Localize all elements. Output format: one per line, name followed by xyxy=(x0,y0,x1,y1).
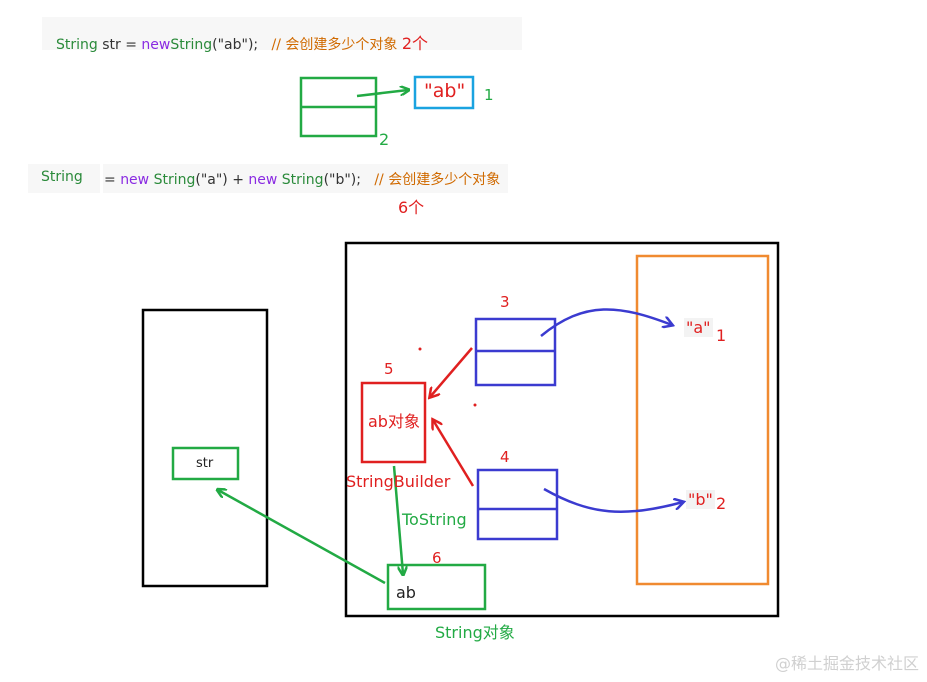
arrow-5-to-6 xyxy=(392,465,403,574)
red-dot-2 xyxy=(473,403,477,407)
to-string-label: ToString xyxy=(402,510,467,529)
code2-arg1: ("a") xyxy=(195,172,228,188)
top-object-count: 2 xyxy=(379,130,390,149)
arrow-4-to-5 xyxy=(433,420,475,487)
object-4-number: 4 xyxy=(500,448,510,466)
code2-ctor1: String xyxy=(153,172,196,188)
ab-object-label: ab对象 xyxy=(368,412,420,431)
code2-ctor2: String xyxy=(281,172,324,188)
red-dot-1 xyxy=(418,347,422,351)
code1-eq: = xyxy=(125,37,137,53)
code1-ctor: String xyxy=(170,37,213,53)
string-object-label: String对象 xyxy=(435,623,515,642)
code-line-2-type: String xyxy=(41,169,83,185)
watermark: @稀土掘金技术社区 xyxy=(774,654,919,673)
code-line-2: = new String("a") + new String("b"); // … xyxy=(104,169,500,189)
top-object-box xyxy=(299,76,378,138)
top-literal-count: 1 xyxy=(484,86,494,104)
code2-new1: new xyxy=(120,172,150,188)
code1-answer: 2个 xyxy=(401,34,429,53)
code1-var: str xyxy=(102,37,121,53)
literal-b-number: 2 xyxy=(716,494,727,513)
code2-plus: + xyxy=(232,172,244,188)
object-3-number: 3 xyxy=(500,293,510,311)
object-5-box xyxy=(360,381,427,464)
code-line-1: String str = newString("ab"); // 会创建多少个对… xyxy=(56,30,428,54)
arrow-4-to-b xyxy=(543,487,683,514)
code2-comment: // 会创建多少个对象 xyxy=(374,172,501,188)
top-literal-box xyxy=(413,75,475,110)
object-5-number: 5 xyxy=(384,360,394,378)
ab-value-label: ab xyxy=(396,583,416,602)
code1-new: new xyxy=(141,37,171,53)
code1-type: String xyxy=(56,37,98,53)
stack-var-label: str xyxy=(196,456,214,471)
code1-comment: // 会创建多少个对象 xyxy=(271,37,398,53)
top-arrow xyxy=(356,90,408,98)
arrow-6-to-str xyxy=(218,490,386,585)
code-line-1-background xyxy=(42,17,522,50)
object-6-number: 6 xyxy=(432,549,442,567)
string-builder-label: StringBuilder xyxy=(346,472,451,491)
stack-var-box xyxy=(171,446,240,481)
code-line-2-background-right xyxy=(103,164,508,193)
code2-answer: 6个 xyxy=(398,198,425,217)
object-6-box xyxy=(386,563,487,611)
literal-a-number: 1 xyxy=(716,326,727,345)
code2-eq: = xyxy=(104,172,116,188)
object-3-box xyxy=(474,317,557,387)
top-literal-text: "ab" xyxy=(424,80,466,102)
stack-frame xyxy=(141,308,269,588)
code2-type: String xyxy=(41,169,83,185)
code2-arg2: ("b"); xyxy=(323,172,361,188)
object-4-box xyxy=(476,468,559,541)
arrow-3-to-5 xyxy=(430,347,473,397)
arrow-3-to-a xyxy=(540,308,672,337)
literal-a-label: "a" xyxy=(684,318,713,337)
code-line-2-background-left xyxy=(28,164,100,193)
code1-args: ("ab"); xyxy=(212,37,259,53)
code2-new2: new xyxy=(248,172,278,188)
literal-b-label: "b" xyxy=(686,490,715,509)
string-constant-pool xyxy=(635,254,770,586)
heap-frame xyxy=(344,241,780,618)
